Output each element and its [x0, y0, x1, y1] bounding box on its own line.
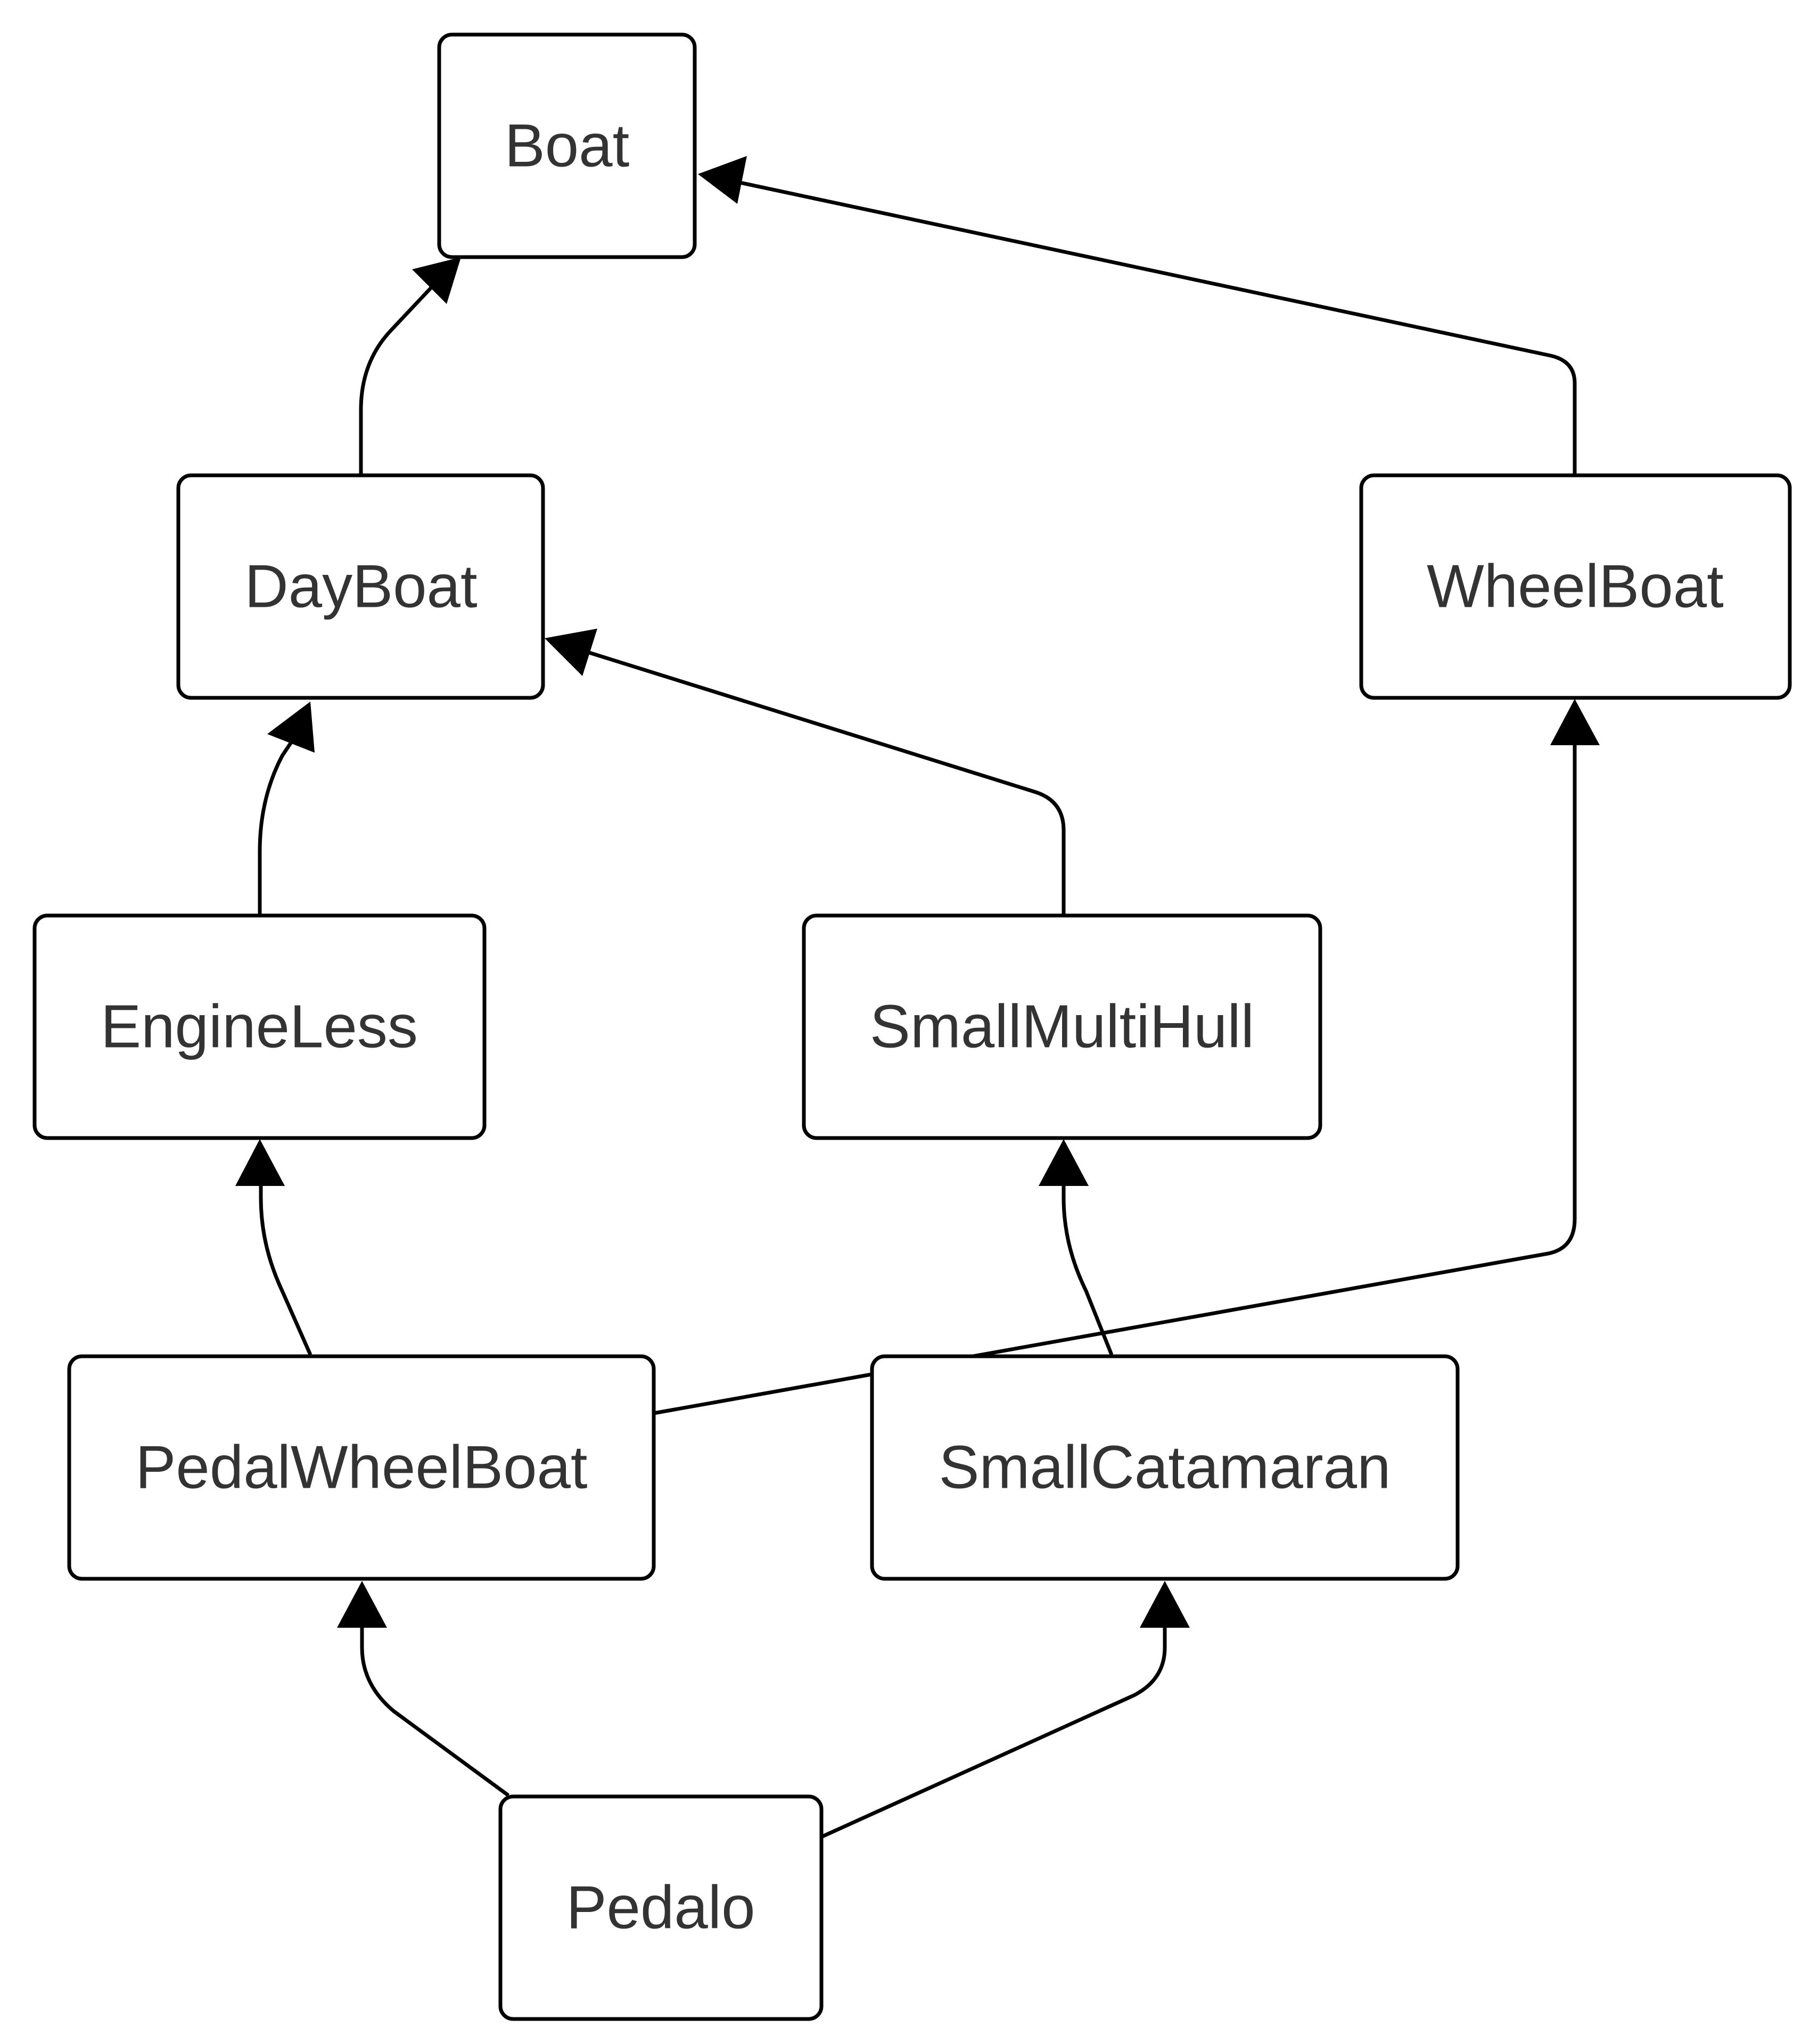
edge-pedalwheelboat-to-wheelboat	[653, 699, 1600, 1415]
node-dayboat[interactable]: DayBoat	[176, 473, 545, 700]
node-label: DayBoat	[244, 553, 477, 621]
arrowhead-icon	[337, 1581, 387, 1628]
edge-engineless-to-dayboat	[258, 702, 315, 914]
node-smallmultihull[interactable]: SmallMultiHull	[802, 913, 1322, 1140]
node-box	[498, 1794, 824, 2021]
node-pedalo[interactable]: Pedalo	[498, 1794, 824, 2021]
node-label: WheelBoat	[1427, 553, 1724, 621]
node-pedalwheelboat[interactable]: PedalWheelBoat	[67, 1354, 656, 1581]
edge-line	[360, 1621, 510, 1797]
node-box	[437, 32, 697, 259]
node-label: Boat	[505, 112, 630, 180]
edge-smallcatamaran-to-smallmultihull	[1039, 1139, 1114, 1356]
node-label: PedalWheelBoat	[135, 1434, 587, 1502]
edges-layer	[235, 156, 1600, 1839]
edge-line	[739, 180, 1577, 474]
arrowhead-icon	[545, 629, 597, 676]
node-box	[176, 473, 545, 700]
edge-line	[653, 737, 1577, 1415]
arrowhead-icon	[1550, 699, 1600, 745]
arrowhead-icon	[412, 257, 461, 304]
node-label: Pedalo	[566, 1874, 755, 1942]
node-engineless[interactable]: EngineLess	[32, 913, 487, 1140]
node-box	[802, 913, 1322, 1140]
edge-line	[821, 1621, 1167, 1839]
node-label: SmallCatamaran	[939, 1434, 1391, 1502]
node-wheelboat[interactable]: WheelBoat	[1359, 473, 1792, 700]
edge-line	[1062, 1179, 1114, 1356]
node-box	[1359, 473, 1792, 700]
node-label: SmallMultiHull	[870, 993, 1254, 1061]
arrowhead-icon	[235, 1139, 285, 1186]
edge-line	[359, 283, 435, 474]
nodes-layer: Boat DayBoat WheelBoat EngineLess SmallM…	[32, 32, 1792, 2021]
edge-dayboat-to-boat	[359, 257, 461, 474]
edge-line	[583, 649, 1066, 914]
arrowhead-icon	[698, 156, 747, 204]
edge-line	[259, 1179, 312, 1356]
arrowhead-icon	[1039, 1139, 1089, 1186]
node-box	[870, 1354, 1460, 1581]
edge-pedalwheelboat-to-engineless	[235, 1139, 312, 1356]
node-box	[67, 1354, 656, 1581]
node-boat[interactable]: Boat	[437, 32, 697, 259]
edge-wheelboat-to-boat	[698, 156, 1577, 474]
edge-line	[258, 739, 294, 914]
arrowhead-icon	[267, 702, 315, 753]
edge-pedalo-to-pedalwheelboat	[337, 1581, 510, 1797]
edge-pedalo-to-smallcatamaran	[821, 1581, 1190, 1839]
arrowhead-icon	[1140, 1581, 1190, 1628]
node-smallcatamaran[interactable]: SmallCatamaran	[870, 1354, 1460, 1581]
node-box	[32, 913, 487, 1140]
edge-smallmultihull-to-dayboat	[545, 629, 1066, 914]
node-label: EngineLess	[101, 993, 418, 1061]
